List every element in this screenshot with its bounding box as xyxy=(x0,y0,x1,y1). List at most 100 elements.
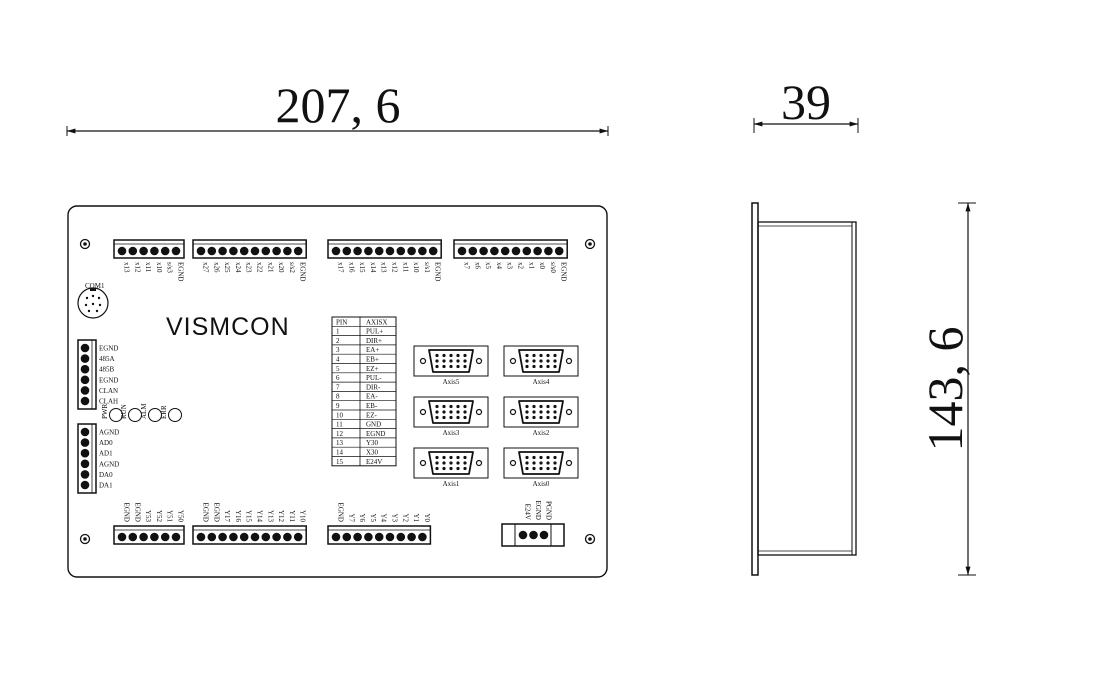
terminal-pin xyxy=(80,448,90,458)
terminal-pin xyxy=(457,246,467,256)
terminal-pin xyxy=(250,246,260,256)
pin-label: s/s2 xyxy=(288,262,296,273)
pin-label: Y13 xyxy=(266,510,274,523)
pin-label: x10 xyxy=(155,262,163,273)
terminal-block-body xyxy=(77,423,97,494)
terminal-pin xyxy=(428,246,438,256)
terminal-block-body xyxy=(327,525,432,545)
led-label: RUN xyxy=(120,404,128,419)
terminal-pin xyxy=(544,246,553,256)
axis-port-label: Axis3 xyxy=(443,429,460,437)
terminal-pin xyxy=(529,530,538,540)
terminal-block-body xyxy=(501,523,565,547)
terminal-pin xyxy=(80,459,90,469)
led-label: PWR xyxy=(101,404,109,420)
pin-label: Y10 xyxy=(299,510,307,523)
terminal-pin xyxy=(196,246,206,256)
axis-port-frame xyxy=(413,447,489,479)
axis-port: Axis4 xyxy=(503,345,579,386)
terminal-pin xyxy=(80,427,90,437)
terminal-pin xyxy=(293,532,303,542)
terminal-block-body xyxy=(192,525,307,545)
pin-label: EGND xyxy=(337,503,345,522)
pin-label: x23 xyxy=(245,262,253,273)
terminal-block-body xyxy=(77,339,97,410)
terminal-pin xyxy=(407,532,416,542)
pin-label: EGND xyxy=(534,501,542,520)
pin-table-cell: Y30 xyxy=(366,439,379,447)
terminal-pin xyxy=(539,530,549,540)
pin-label: Y2 xyxy=(401,513,409,522)
com1-port: COM1 xyxy=(77,282,109,319)
depth-dimension-label: 39 xyxy=(781,74,831,130)
pin-table-cell: 9 xyxy=(336,402,340,410)
pin-label: x12 xyxy=(391,262,399,273)
terminal-pin xyxy=(128,532,138,542)
pin-label: x7 xyxy=(463,262,471,270)
pin-table-cell: 7 xyxy=(336,383,340,391)
terminal-pin xyxy=(150,532,159,542)
pin-label: EGND xyxy=(133,503,141,522)
terminal-pin xyxy=(207,246,217,256)
terminal-block-body xyxy=(113,239,185,259)
pin-table-cell: 13 xyxy=(336,439,344,447)
pin-label: x21 xyxy=(266,262,274,273)
pin-label: x3 xyxy=(506,262,514,270)
width-dimension: 207, 6 xyxy=(66,77,609,136)
terminal-pin xyxy=(160,532,170,542)
pin-label: x15 xyxy=(358,262,366,273)
terminal-pin xyxy=(80,480,90,490)
pin-label: Y50 xyxy=(177,510,185,523)
pin-label: x16 xyxy=(347,262,355,273)
pin-table-cell: 8 xyxy=(336,393,340,401)
pin-table-cell: 2 xyxy=(336,337,340,345)
terminal-pin xyxy=(418,532,427,542)
terminal-pin xyxy=(533,246,542,256)
pin-label: Y17 xyxy=(223,510,231,523)
terminal-pin xyxy=(385,532,395,542)
axis-port-frame xyxy=(503,345,579,377)
width-dimension-label: 207, 6 xyxy=(276,77,401,133)
terminal-pin xyxy=(207,532,217,542)
status-leds: PWR RUN ALM ERR xyxy=(101,403,182,422)
pin-table-cell: 12 xyxy=(336,430,344,438)
axis-port: Axis0 xyxy=(503,447,579,488)
pin-table-header: PIN xyxy=(336,318,347,326)
terminal-pin xyxy=(139,532,148,542)
db15-shell xyxy=(518,451,564,475)
pin-label: Y14 xyxy=(256,510,264,523)
terminal-pin xyxy=(196,532,206,542)
axis-port-label: Axis5 xyxy=(443,378,460,386)
led-label: ERR xyxy=(160,405,168,419)
axis-port-frame xyxy=(503,447,579,479)
terminal-pin xyxy=(80,375,90,385)
pin-table-cell: PUL+ xyxy=(366,328,383,336)
side-view xyxy=(751,202,857,576)
mounting-hole xyxy=(584,238,596,250)
pin-label: x20 xyxy=(277,262,285,273)
terminal-pin xyxy=(80,470,90,479)
pin-label: DA1 xyxy=(99,482,113,490)
terminal-block-body xyxy=(192,239,307,259)
axis-port-label: Axis0 xyxy=(533,480,550,488)
height-dimension: 143, 6 xyxy=(917,202,976,576)
pin-table-cell: 10 xyxy=(336,411,344,419)
height-dimension-label: 143, 6 xyxy=(917,327,973,452)
led-run: RUN xyxy=(120,404,142,422)
pin-table-cell: 1 xyxy=(336,328,340,336)
terminal-pin xyxy=(80,354,90,363)
terminal-pin xyxy=(117,532,127,542)
terminal-pin xyxy=(374,532,384,542)
pin-label: Y12 xyxy=(277,510,285,523)
terminal-pin xyxy=(117,246,127,256)
pin-table-cell: EA- xyxy=(366,393,378,401)
terminal-pin xyxy=(407,246,416,256)
pin-label: x6 xyxy=(473,262,481,270)
terminal-pin xyxy=(139,246,148,256)
